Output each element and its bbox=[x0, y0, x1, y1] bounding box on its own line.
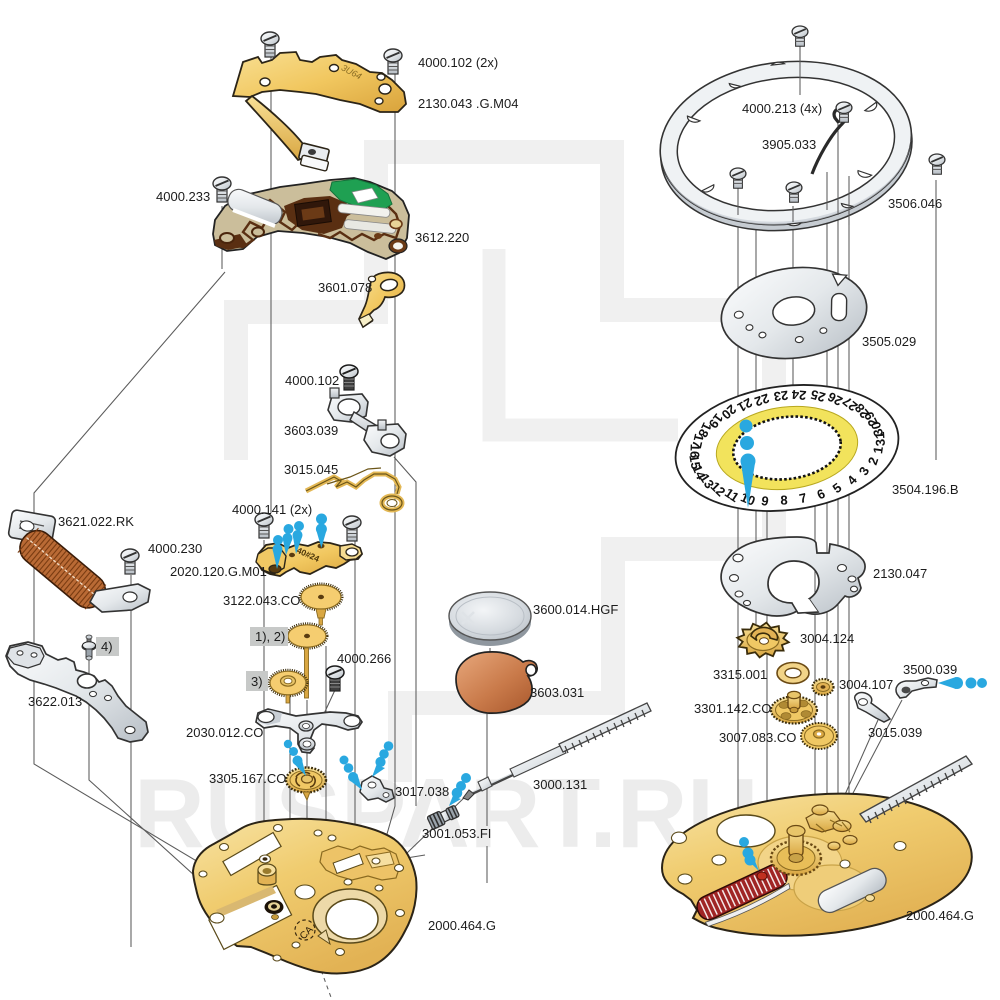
svg-text:4000.213 (4x): 4000.213 (4x) bbox=[742, 101, 822, 116]
svg-text:2130.047: 2130.047 bbox=[873, 566, 927, 581]
svg-text:2: 2 bbox=[865, 455, 882, 467]
svg-text:13: 13 bbox=[697, 471, 717, 491]
svg-text:1), 2): 1), 2) bbox=[255, 629, 285, 644]
svg-text:3601.078: 3601.078 bbox=[318, 280, 372, 295]
svg-text:3504.196.B: 3504.196.B bbox=[892, 482, 959, 497]
svg-text:3500.039: 3500.039 bbox=[903, 662, 957, 677]
svg-text:3004.107: 3004.107 bbox=[839, 677, 893, 692]
svg-text:7: 7 bbox=[798, 490, 808, 506]
svg-text:4000.102 (2x): 4000.102 (2x) bbox=[418, 55, 498, 70]
svg-text:3001.053.FI: 3001.053.FI bbox=[422, 826, 491, 841]
svg-text:19: 19 bbox=[706, 411, 727, 432]
svg-text:3905.033: 3905.033 bbox=[762, 137, 816, 152]
svg-text:3004.124: 3004.124 bbox=[800, 631, 854, 646]
svg-text:3612.220: 3612.220 bbox=[415, 230, 469, 245]
svg-text:3015.045: 3015.045 bbox=[284, 462, 338, 477]
svg-text:2000.464.G: 2000.464.G bbox=[906, 908, 974, 923]
svg-text:3305.167.CO: 3305.167.CO bbox=[209, 771, 286, 786]
svg-text:2030.012.CO: 2030.012.CO bbox=[186, 725, 263, 740]
svg-text:3122.043.CO: 3122.043.CO bbox=[223, 593, 300, 608]
svg-text:3315.001: 3315.001 bbox=[713, 667, 767, 682]
svg-text:2130.043 .G.M04: 2130.043 .G.M04 bbox=[418, 96, 518, 111]
svg-text:2000.464.G: 2000.464.G bbox=[428, 918, 496, 933]
svg-text:4000.102: 4000.102 bbox=[285, 373, 339, 388]
svg-text:3622.013: 3622.013 bbox=[28, 694, 82, 709]
svg-text:3603.031: 3603.031 bbox=[530, 685, 584, 700]
svg-text:25: 25 bbox=[809, 387, 827, 405]
svg-text:15: 15 bbox=[686, 454, 703, 471]
svg-text:3017.038: 3017.038 bbox=[395, 784, 449, 799]
svg-text:3505.029: 3505.029 bbox=[862, 334, 916, 349]
svg-text:18: 18 bbox=[695, 420, 715, 439]
svg-text:3600.014.HGF: 3600.014.HGF bbox=[533, 602, 618, 617]
svg-text:4000.230: 4000.230 bbox=[148, 541, 202, 556]
svg-text:22: 22 bbox=[753, 391, 772, 410]
svg-text:3015.039: 3015.039 bbox=[868, 725, 922, 740]
svg-text:16: 16 bbox=[687, 444, 702, 459]
svg-text:3): 3) bbox=[251, 674, 263, 689]
svg-text:2020.120.G.M01: 2020.120.G.M01 bbox=[170, 564, 267, 579]
svg-text:3506.046: 3506.046 bbox=[888, 196, 942, 211]
svg-text:17: 17 bbox=[689, 432, 707, 449]
svg-text:3301.142.CO: 3301.142.CO bbox=[694, 701, 771, 716]
svg-text:4000.266: 4000.266 bbox=[337, 651, 391, 666]
svg-text:24: 24 bbox=[790, 387, 806, 403]
svg-text:21: 21 bbox=[735, 395, 755, 415]
svg-text:31: 31 bbox=[872, 431, 888, 446]
svg-text:3603.039: 3603.039 bbox=[284, 423, 338, 438]
svg-text:29: 29 bbox=[861, 409, 881, 429]
svg-text:14: 14 bbox=[689, 462, 709, 482]
svg-text:4): 4) bbox=[101, 639, 113, 654]
svg-text:4000.233: 4000.233 bbox=[156, 189, 210, 204]
svg-text:23: 23 bbox=[773, 388, 789, 405]
svg-text:1: 1 bbox=[870, 445, 886, 454]
svg-text:8: 8 bbox=[780, 492, 787, 507]
svg-text:26: 26 bbox=[825, 389, 845, 409]
svg-text:3007.083.CO: 3007.083.CO bbox=[719, 730, 796, 745]
svg-text:4000.141 (2x): 4000.141 (2x) bbox=[232, 502, 312, 517]
svg-text:3621.022.RK: 3621.022.RK bbox=[58, 514, 134, 529]
svg-text:9: 9 bbox=[760, 493, 770, 509]
svg-text:3000.131: 3000.131 bbox=[533, 777, 587, 792]
svg-text:30: 30 bbox=[868, 420, 886, 438]
